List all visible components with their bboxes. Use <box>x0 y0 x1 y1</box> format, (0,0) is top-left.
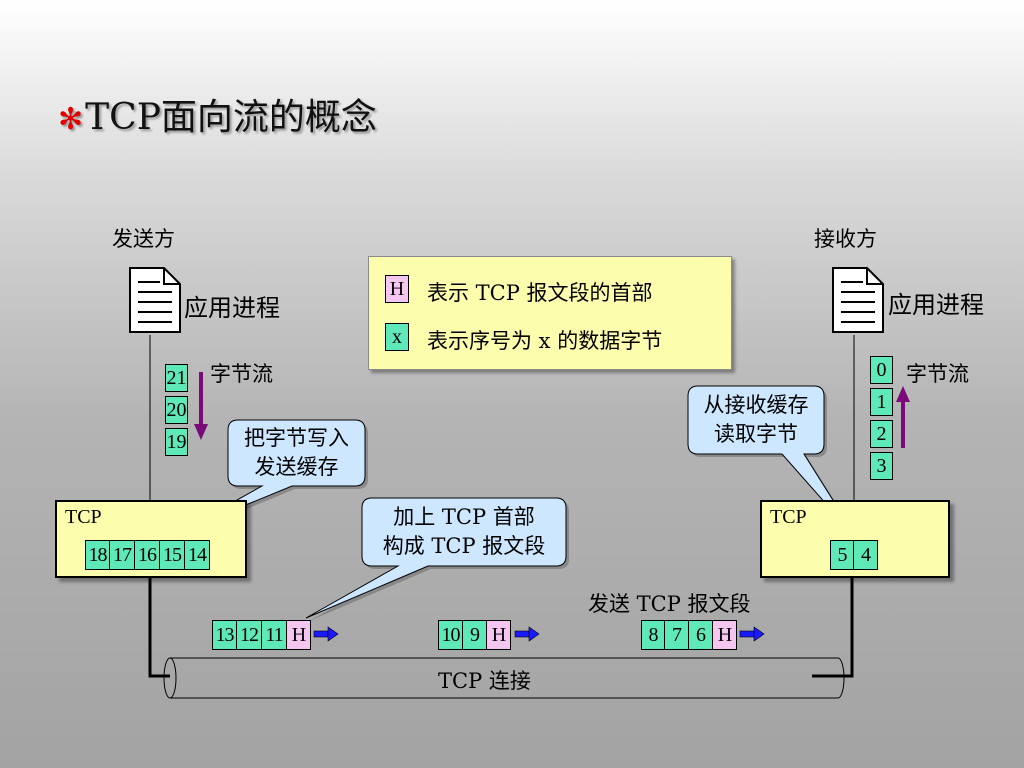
segment-arrow-icon-3 <box>739 626 765 642</box>
stream-byte: 0 <box>870 356 893 384</box>
segment-header: H <box>287 620 311 650</box>
buffer-byte: 4 <box>854 540 878 570</box>
header-callout-bubble <box>305 497 569 621</box>
sender-buffer: 18 17 16 15 14 <box>85 540 210 570</box>
tcp-connection-label: TCP 连接 <box>438 669 531 693</box>
stream-byte: 19 <box>165 428 188 456</box>
receiver-app-label: 应用进程 <box>888 291 984 319</box>
sender-tcp-label: TCP <box>65 506 102 528</box>
segment-byte: 12 <box>237 620 262 650</box>
sender-stream-arrow-icon <box>194 372 208 440</box>
callout-line: 读取字节 <box>714 422 798 446</box>
receiver-buffer: 5 4 <box>830 540 878 570</box>
sender-label: 发送方 <box>112 227 175 251</box>
title-mark-icon: ✻ <box>58 102 84 137</box>
stream-byte: 3 <box>870 452 893 480</box>
segment-byte: 10 <box>438 620 463 650</box>
receiver-callout-text: 从接收缓存 读取字节 <box>688 391 824 449</box>
segment-arrow-icon-2 <box>514 626 540 642</box>
receiver-label: 接收方 <box>814 227 877 251</box>
segment-header: H <box>487 620 511 650</box>
segment-byte: 11 <box>262 620 287 650</box>
header-callout-text: 加上 TCP 首部 构成 TCP 报文段 <box>362 503 566 561</box>
callout-line: 加上 TCP 首部 <box>393 505 535 529</box>
receiver-connection-line <box>812 578 854 678</box>
legend: H 表示 TCP 报文段的首部 x 表示序号为 x 的数据字节 <box>368 256 732 370</box>
buffer-byte: 16 <box>135 540 160 570</box>
receiver-tcp-label: TCP <box>770 506 807 528</box>
receiver-tcp-box: TCP 5 4 <box>760 500 950 578</box>
sender-tcp-box: TCP 18 17 16 15 14 <box>55 500 247 578</box>
legend-header-swatch: H <box>385 275 409 303</box>
buffer-byte: 15 <box>160 540 185 570</box>
legend-data-swatch: x <box>385 323 409 351</box>
page-title: ✻TCP面向流的概念 <box>58 88 377 140</box>
tcp-segment-2: 10 9 H <box>438 620 511 650</box>
tcp-segment-1: 13 12 11 H <box>212 620 311 650</box>
receiver-stream-label: 字节流 <box>906 362 969 386</box>
sender-callout-text: 把字节写入 发送缓存 <box>228 424 365 482</box>
sender-document-icon <box>129 267 181 333</box>
stream-byte: 21 <box>165 364 188 392</box>
receiver-document-icon <box>832 267 884 333</box>
legend-header-text: 表示 TCP 报文段的首部 <box>427 281 653 305</box>
receiver-stream-arrow-icon <box>896 386 910 448</box>
buffer-byte: 5 <box>830 540 854 570</box>
segment-byte: 8 <box>641 620 665 650</box>
title-text: TCP面向流的概念 <box>85 97 377 138</box>
tcp-connection-tube <box>163 657 845 699</box>
stream-byte: 2 <box>870 420 893 448</box>
segment-byte: 13 <box>212 620 237 650</box>
receiver-callout-bubble <box>687 385 861 543</box>
callout-line: 发送缓存 <box>254 455 339 479</box>
send-segment-label: 发送 TCP 报文段 <box>588 592 751 616</box>
stream-byte: 20 <box>165 396 188 424</box>
sender-stream-label: 字节流 <box>210 362 273 386</box>
legend-data-text: 表示序号为 x 的数据字节 <box>427 329 663 353</box>
segment-byte: 9 <box>463 620 487 650</box>
buffer-byte: 17 <box>110 540 135 570</box>
callout-line: 从接收缓存 <box>703 393 809 417</box>
sender-connection-line <box>148 578 170 678</box>
tcp-segment-3: 8 7 6 H <box>641 620 737 650</box>
segment-byte: 7 <box>665 620 689 650</box>
callout-line: 构成 TCP 报文段 <box>382 534 546 558</box>
sender-app-label: 应用进程 <box>184 294 280 322</box>
buffer-byte: 18 <box>85 540 110 570</box>
segment-arrow-icon-1 <box>313 626 339 642</box>
segment-header: H <box>713 620 737 650</box>
stream-byte: 1 <box>870 388 893 416</box>
segment-byte: 6 <box>689 620 713 650</box>
buffer-byte: 14 <box>185 540 210 570</box>
callout-line: 把字节写入 <box>244 426 349 450</box>
